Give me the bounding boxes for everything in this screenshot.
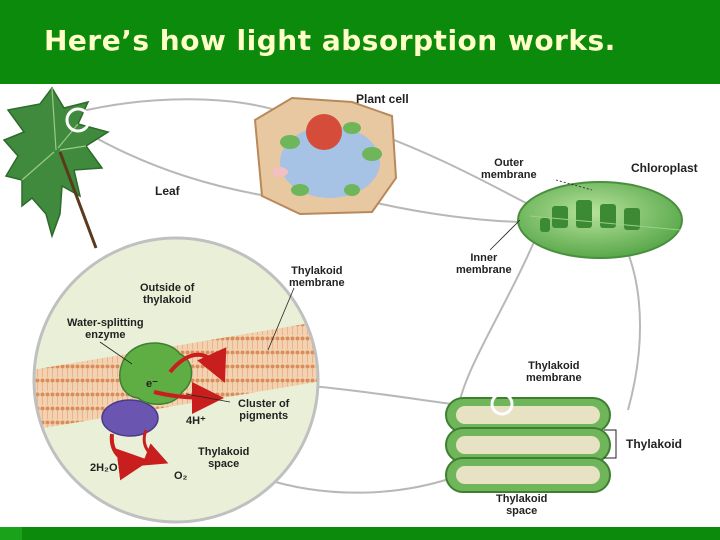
title-bar [0,0,720,84]
leaf-illustration [2,86,110,249]
label-leaf: Leaf [155,184,180,198]
label-oxygen: O₂ [174,470,188,482]
footer-accent [0,527,22,540]
label-thylakoid-space-inset: Thylakoid space [198,446,250,470]
label-thylakoid-membrane-top: Thylakoid membrane [289,265,345,289]
thylakoid-stack-illustration [445,392,617,493]
label-water-splitting-enzyme: Water-splitting enzyme [67,317,144,341]
footer-bar [0,527,720,540]
label-hydrogen-ions: 4H⁺ [186,415,206,427]
chloroplast-illustration [489,179,683,259]
label-inner-membrane: Inner membrane [456,252,512,276]
label-water: 2H₂O [90,462,118,474]
label-plant-cell: Plant cell [356,92,409,106]
label-thylakoid-membrane-right: Thylakoid membrane [526,360,582,384]
label-electron: e⁻ [146,378,158,390]
plant-cell-illustration [253,96,398,216]
label-outer-membrane: Outer membrane [481,157,537,181]
label-cluster-of-pigments: Cluster of pigments [238,398,290,422]
slide-title: Here’s how light absorption works. [44,24,616,57]
label-thylakoid: Thylakoid [626,437,683,451]
thylakoid-membrane-inset [32,236,320,524]
label-outside-of-thylakoid: Outside of thylakoid [140,282,195,306]
label-thylakoid-space-bottom: Thylakoid space [496,493,548,517]
label-chloroplast: Chloroplast [631,161,698,175]
